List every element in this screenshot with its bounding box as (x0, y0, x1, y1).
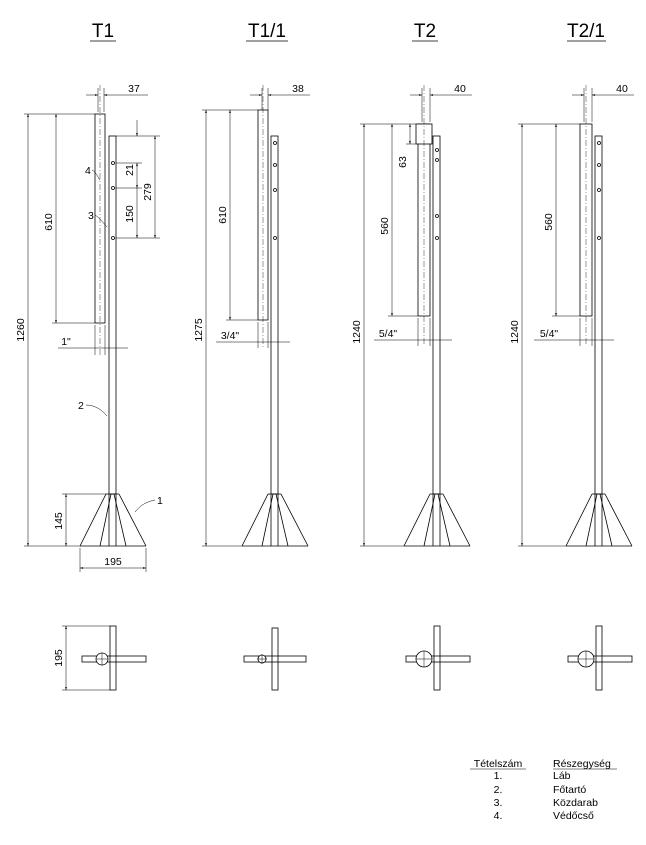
t1-1-total-height: 1275 (193, 318, 205, 342)
title-t1-1: T1/1 (248, 21, 286, 42)
t2-1-elevation: 40 1240 560 5/4" (509, 83, 634, 547)
t2-plan-view (405, 625, 471, 691)
legend-row-3-number: 3. (494, 797, 503, 809)
legend-row-1-number: 1. (494, 770, 503, 782)
t2-1-sleeve-length: 560 (543, 213, 555, 231)
t1-gap: 21 (124, 164, 136, 176)
t1-callout-2: 2 (78, 400, 84, 412)
title-t1: T1 (92, 21, 114, 42)
t1-foot-width: 195 (104, 556, 122, 568)
t1-1-top-width: 38 (292, 83, 304, 95)
title-t2: T2 (414, 21, 436, 42)
titles: T1 T1/1 T2 T2/1 (90, 21, 606, 42)
t1-elevation: 37 1260 610 145 195 (15, 83, 163, 572)
t1-callout-3: 3 (88, 210, 94, 222)
t2-total-height: 1240 (351, 320, 363, 344)
legend-row-4-number: 4. (494, 810, 503, 822)
t1-callout-4: 4 (85, 165, 91, 177)
t1-1-plan-view (243, 627, 307, 691)
t2-top-width: 40 (454, 83, 466, 95)
t1-sleeve-length: 610 (43, 213, 55, 231)
legend-header-part: Részegység (553, 758, 611, 770)
t1-top-width: 37 (128, 83, 140, 95)
t2-offset: 63 (397, 156, 409, 168)
legend-row-1-name: Láb (553, 770, 571, 782)
legend-row-2-name: Főtartó (553, 784, 586, 796)
t1-total-height: 1260 (15, 318, 27, 342)
title-t2-1: T2/1 (567, 21, 605, 42)
t2-1-top-width: 40 (616, 83, 628, 95)
t2-1-pipe-size: 5/4" (540, 328, 559, 340)
t2-elevation: 40 1240 560 63 5/4" (351, 83, 472, 547)
t1-plan-view: 195 (53, 625, 147, 691)
legend-header-number: Tételszám (474, 758, 523, 770)
t1-pipe-size: 1" (61, 336, 71, 348)
t1-1-pipe-size: 3/4" (221, 330, 240, 342)
t2-1-total-height: 1240 (509, 320, 521, 344)
t1-1-elevation: 38 1275 610 3/4" (193, 83, 310, 547)
t1-hole-spacing: 150 (124, 205, 136, 223)
t2-sleeve-length: 560 (379, 217, 391, 235)
legend-row-2-number: 2. (494, 784, 503, 796)
legend-row-4-name: Védőcső (553, 810, 594, 822)
t1-clamp-span: 279 (142, 183, 154, 201)
t2-pipe-size: 5/4" (379, 328, 398, 340)
t1-callout-1: 1 (157, 495, 163, 507)
t1-1-sleeve-length: 610 (217, 206, 229, 224)
parts-legend: Tételszám Részegység 1. Láb 2. Főtartó 3… (470, 758, 617, 822)
legend-row-3-name: Közdarab (553, 797, 598, 809)
t1-foot-height: 145 (53, 512, 65, 530)
t2-1-plan-view (567, 625, 633, 691)
t1-plan-width: 195 (53, 649, 65, 667)
